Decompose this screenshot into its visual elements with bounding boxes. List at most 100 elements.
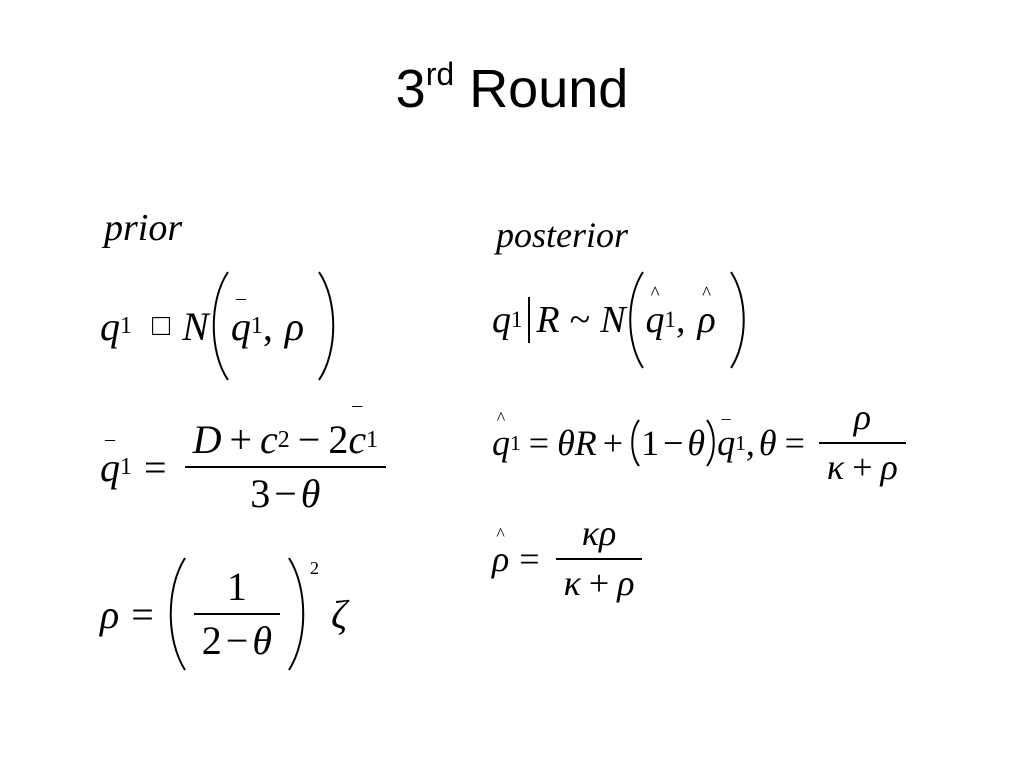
- title-number: 3: [395, 59, 426, 119]
- hat-accent: ^: [702, 283, 712, 305]
- digit-3: 3: [250, 471, 271, 516]
- fraction-bar: [555, 557, 643, 560]
- fraction-bar: [184, 466, 387, 468]
- theta-fraction: ρ κ + ρ: [818, 397, 906, 488]
- R-symbol: R: [536, 299, 560, 341]
- plus-sign: +: [602, 422, 624, 463]
- D-symbol: D: [192, 417, 222, 462]
- right-paren: [288, 557, 305, 671]
- title-superscript: rd: [425, 56, 455, 92]
- theta-symbol: θ: [758, 422, 777, 463]
- conditional-bar: [528, 297, 531, 343]
- posterior-variance-equation: ^ρ = κρ κ + ρ: [492, 513, 648, 604]
- rho-hat-fraction: κρ κ + ρ: [555, 513, 643, 604]
- comma: ,: [675, 299, 686, 341]
- minus-sign: −: [225, 618, 249, 663]
- c-symbol: c: [260, 417, 278, 462]
- missing-glyph-box: □: [152, 309, 171, 342]
- q-letter: q: [230, 303, 251, 349]
- rho-symbol: ρ: [880, 446, 898, 487]
- rho-symbol: ρ: [853, 397, 871, 437]
- hat-accent: ^: [496, 407, 506, 428]
- R-symbol: R: [574, 422, 597, 463]
- fraction-bar: [193, 613, 280, 615]
- equals-sign: =: [131, 591, 154, 637]
- bar-accent: –: [105, 428, 115, 451]
- theta-symbol: θ: [687, 422, 706, 463]
- c-letter: c: [348, 417, 367, 462]
- q-symbol: q: [100, 303, 120, 349]
- bar-accent: –: [235, 287, 246, 310]
- fraction-numerator: ρ: [846, 397, 879, 438]
- equals-sign: =: [144, 444, 167, 490]
- q-letter: q: [645, 299, 665, 341]
- rho-symbol: ρ: [100, 591, 120, 637]
- hat-accent: ^: [650, 283, 660, 305]
- fraction-numerator: 1: [219, 565, 255, 609]
- comma: ,: [262, 303, 273, 349]
- minus-sign: −: [663, 422, 684, 463]
- digit-2: 2: [201, 618, 222, 663]
- hat-accent: ^: [496, 523, 505, 544]
- minus-sign: −: [297, 417, 321, 462]
- rho-symbol: ρ: [617, 562, 635, 603]
- fraction-bar: [818, 441, 906, 444]
- right-paren: [729, 271, 745, 369]
- normal-N-symbol: N: [600, 299, 626, 341]
- kappa-symbol: κ: [826, 446, 845, 487]
- fraction-denominator: 2 − θ: [194, 619, 280, 663]
- plus-sign: +: [229, 417, 253, 462]
- plus-sign: +: [852, 446, 873, 487]
- equals-sign: =: [784, 422, 805, 463]
- digit-1: 1: [641, 422, 660, 463]
- title-text: Round: [469, 59, 629, 119]
- exponent-2: 2: [309, 558, 319, 578]
- variance-fraction: 1 2 − θ: [193, 565, 280, 663]
- fraction-denominator: κ + ρ: [556, 562, 643, 604]
- q-bar-symbol: –q: [100, 429, 120, 491]
- bar-accent: –: [721, 407, 731, 428]
- normal-N-symbol: N: [182, 303, 209, 349]
- c-bar-symbol: –c: [348, 395, 367, 462]
- q-hat-symbol: ^q: [645, 284, 665, 342]
- equals-sign: =: [528, 422, 550, 463]
- prior-variance-equation: ρ = 1 2 − θ 2 ζ: [100, 556, 347, 672]
- tilde-sign: ~: [569, 299, 591, 341]
- fraction-denominator: 3 − θ: [242, 472, 328, 516]
- fraction-denominator: κ + ρ: [819, 446, 906, 488]
- rho-hat-symbol: ^ρ: [492, 525, 510, 580]
- q-letter: q: [100, 444, 120, 490]
- right-paren: [706, 418, 715, 467]
- rho-letter: ρ: [492, 538, 510, 579]
- kappa-symbol: κ: [563, 562, 581, 603]
- rho-letter: ρ: [697, 299, 716, 341]
- right-paren: [318, 271, 335, 381]
- theta-symbol: θ: [252, 618, 272, 663]
- q-bar-symbol: –q: [230, 288, 251, 350]
- left-paren: [631, 418, 640, 467]
- rho-hat-symbol: ^ρ: [697, 284, 716, 342]
- left-paren: [628, 271, 644, 369]
- q-letter: q: [717, 422, 736, 463]
- posterior-heading: posterior: [496, 215, 629, 255]
- q-letter: q: [492, 422, 510, 463]
- bar-accent: –: [352, 394, 363, 416]
- comma: ,: [745, 422, 755, 463]
- equals-sign: =: [519, 538, 540, 579]
- minus-sign: −: [274, 471, 297, 516]
- left-paren: [212, 271, 229, 381]
- slide-title: 3rd Round: [0, 58, 1024, 119]
- q-hat-symbol: ^q: [492, 409, 510, 464]
- prior-heading: prior: [104, 207, 183, 249]
- zeta-symbol: ζ: [330, 591, 348, 637]
- q-bar-symbol: –q: [717, 409, 736, 464]
- digit-1: 1: [226, 564, 247, 609]
- kappa-rho-product: κρ: [581, 513, 617, 553]
